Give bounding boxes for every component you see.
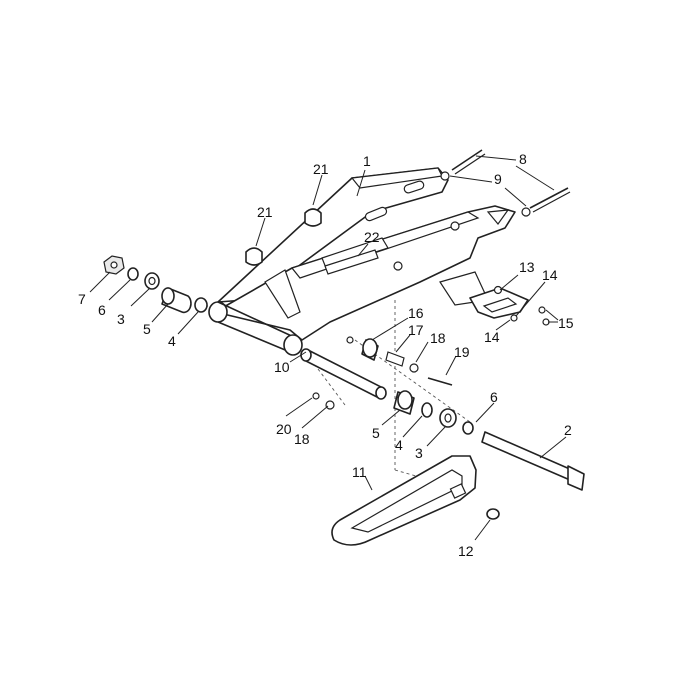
callout-10: 10: [274, 359, 290, 375]
callout-6: 6: [490, 389, 498, 405]
callout-14: 14: [542, 267, 558, 283]
callout-4: 4: [168, 333, 176, 349]
callout-21: 21: [313, 161, 329, 177]
callout-9: 9: [494, 171, 502, 187]
callout-15: 15: [558, 315, 574, 331]
part-lower-axle-hardware: [312, 390, 585, 491]
callout-18: 18: [294, 431, 310, 447]
part-left-pivot-hardware: [103, 255, 208, 314]
callout-4: 4: [395, 437, 403, 453]
callout-20: 20: [276, 421, 292, 437]
part-right-pivot-hardware: [346, 336, 453, 386]
callout-8: 8: [519, 151, 527, 167]
callout-22: 22: [364, 229, 380, 245]
callout-17: 17: [408, 322, 424, 338]
callout-3: 3: [117, 311, 125, 327]
callout-21: 21: [257, 204, 273, 220]
callout-2: 2: [564, 422, 572, 438]
callout-3: 3: [415, 445, 423, 461]
assembly-axis-lines: [199, 300, 471, 481]
callout-14: 14: [484, 329, 500, 345]
leader-lines: [89, 155, 567, 541]
callout-labels: 1 2 3 3 4 4 5 5 6 6 7 8 9 10 11 12 13 14…: [78, 151, 574, 559]
callout-18: 18: [430, 330, 446, 346]
callout-6: 6: [98, 302, 106, 318]
part-bracket: [469, 285, 550, 326]
callout-5: 5: [372, 425, 380, 441]
part-adjuster-bolts: [440, 149, 571, 217]
callout-7: 7: [78, 291, 86, 307]
callout-11: 11: [352, 464, 367, 480]
part-chain-slider: [331, 455, 500, 546]
callout-1: 1: [363, 153, 371, 169]
part-clips: [245, 208, 322, 266]
callout-12: 12: [458, 543, 474, 559]
callout-13: 13: [519, 259, 535, 275]
part-pivot-tube: [300, 348, 387, 400]
callout-5: 5: [143, 321, 151, 337]
callout-16: 16: [408, 305, 424, 321]
callout-19: 19: [454, 344, 470, 360]
